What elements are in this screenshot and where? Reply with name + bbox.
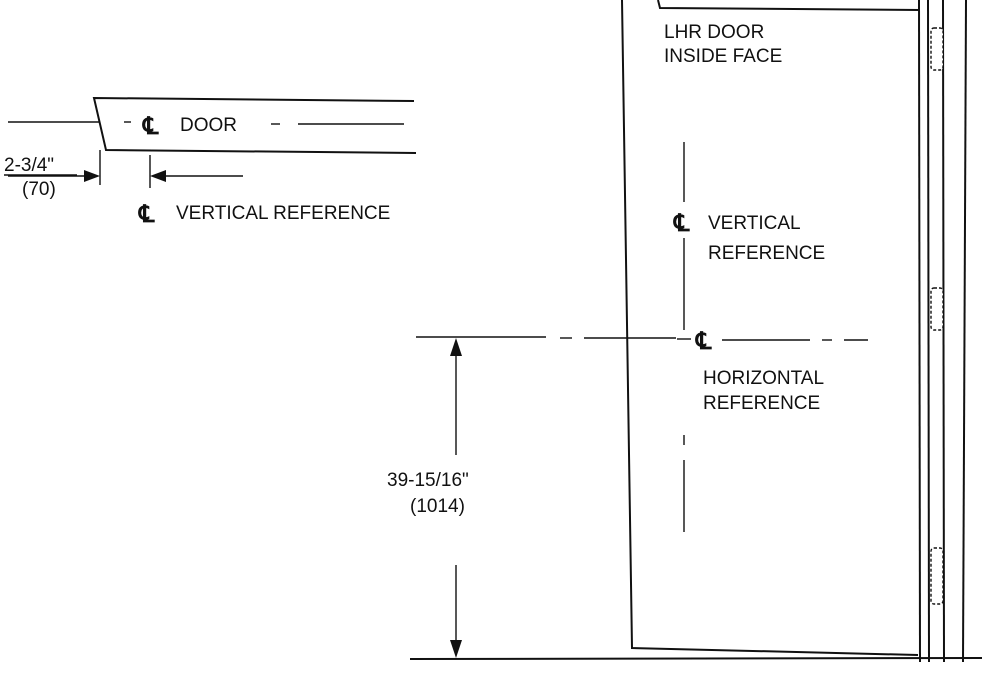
door-top-rail [657, 0, 921, 11]
height-arrow-upper-head [450, 338, 462, 356]
jamb-line-2 [927, 0, 930, 663]
door-label: DOOR [180, 115, 237, 136]
vertical-reference-centerline-symbol: ℄ [673, 208, 690, 237]
jamb-line-1 [918, 0, 921, 663]
vertical-reference-label-line-1: VERTICAL [708, 213, 801, 234]
elevation-view: LHR DOOR INSIDE FACE ℄ VERTICAL REFERENC… [387, 0, 982, 663]
height-dimension-label: 39-15/16" [387, 470, 469, 491]
height-arrow-lower-head [450, 640, 462, 658]
height-metric-label: (1014) [410, 496, 465, 517]
horizontal-reference-label-line-2: REFERENCE [703, 393, 820, 414]
offset-arrow-right-head [150, 170, 166, 182]
plan-view: ℄ DOOR 2-3/4" (70) ℄ VERTICAL REFERENCE [4, 96, 417, 228]
vertical-reference-label: VERTICAL REFERENCE [176, 203, 390, 224]
hinge-bottom [930, 547, 944, 605]
hinge-top [930, 27, 944, 71]
wall-line [962, 0, 967, 663]
door-title-line-2: INSIDE FACE [664, 46, 782, 67]
offset-metric-label: (70) [22, 179, 56, 200]
horizontal-reference-label-line-1: HORIZONTAL [703, 368, 824, 389]
jamb-line-3 [942, 0, 945, 663]
offset-arrow-left-head [84, 170, 100, 182]
hinge-middle [930, 287, 944, 331]
floor-line [409, 657, 982, 660]
door-title-line-1: LHR DOOR [664, 22, 764, 43]
door-elevation-outline [621, 0, 919, 656]
offset-dimension-label: 2-3/4" [4, 155, 54, 176]
door-plan-outline [92, 96, 417, 154]
door-centerline-symbol: ℄ [142, 111, 159, 140]
vertical-reference-label-line-2: REFERENCE [708, 243, 825, 264]
horizontal-reference-centerline-symbol: ℄ [695, 326, 712, 355]
vertical-reference-centerline-symbol: ℄ [138, 199, 155, 228]
